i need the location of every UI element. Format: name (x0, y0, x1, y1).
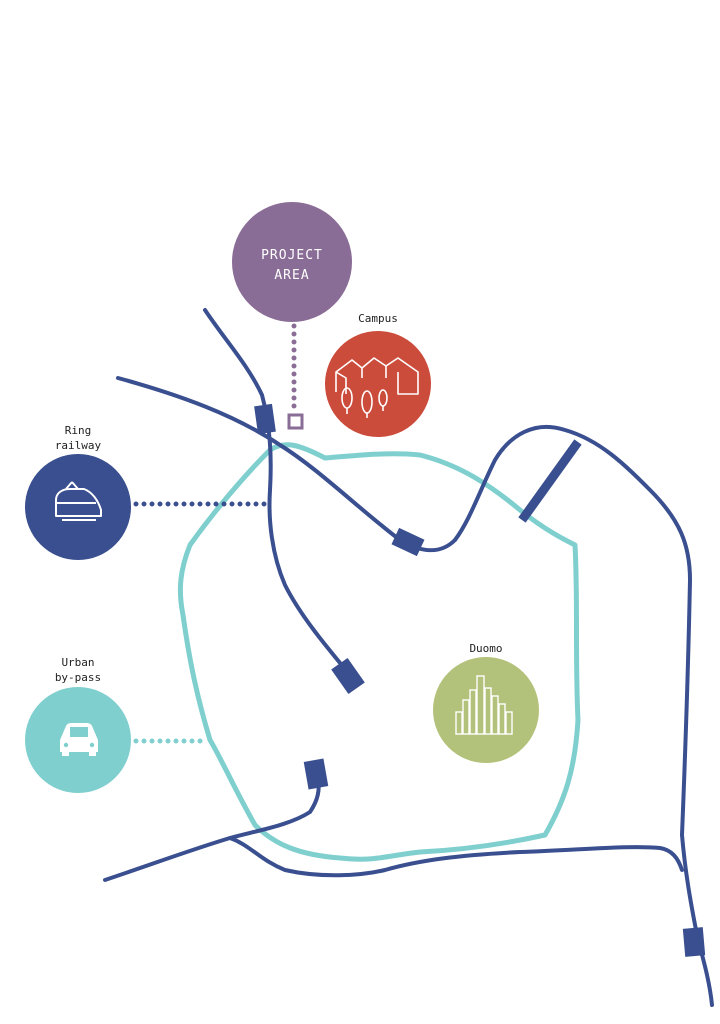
ring-railway-circle (25, 454, 131, 560)
project-marker (287, 413, 304, 430)
station-east (391, 527, 425, 557)
project-area-circle (232, 202, 352, 322)
station-north (254, 403, 276, 435)
cathedral-spires-icon (455, 675, 513, 735)
buildings-trees-icon (335, 357, 419, 418)
station-bridge (518, 439, 582, 523)
station-south (303, 758, 329, 790)
urban-bypass-label-2: by-pass (55, 671, 101, 684)
urban-bypass-node: Urban by-pass (25, 656, 131, 793)
urban-bypass-loop (177, 442, 581, 862)
project-area-label-2: AREA (274, 268, 309, 283)
ring-railway-label-1: Ring (65, 424, 92, 437)
station-southeast (682, 927, 706, 957)
project-area-node: PROJECT AREA (232, 202, 352, 322)
ring-railway-node: Ring railway (25, 424, 131, 560)
duomo-circle (433, 657, 539, 763)
duomo-label: Duomo (469, 642, 502, 655)
duomo-node: Duomo (433, 642, 539, 763)
railway-line-south-loop (228, 836, 684, 878)
railway-line-north (203, 308, 352, 677)
ring-railway-label-2: railway (55, 439, 102, 452)
urban-bypass-label-1: Urban (61, 656, 94, 669)
railway-line-west-east (116, 376, 714, 1007)
campus-node: Campus (325, 312, 431, 437)
station-center (331, 657, 365, 695)
train-icon (55, 481, 102, 521)
project-area-label-1: PROJECT (261, 248, 323, 263)
campus-circle (325, 331, 431, 437)
car-icon (60, 723, 98, 756)
railway-line-south (103, 776, 321, 882)
campus-label: Campus (358, 312, 398, 325)
